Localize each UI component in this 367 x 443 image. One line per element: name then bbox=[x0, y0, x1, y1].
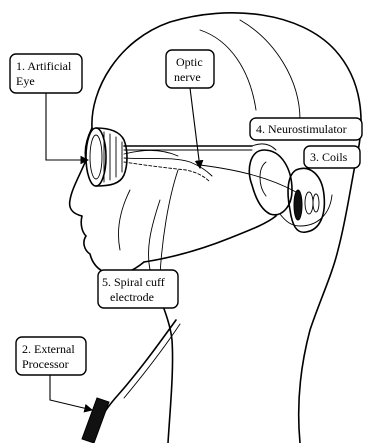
label-external-processor: 2. External Processor bbox=[16, 337, 86, 375]
svg-text:1. Artificial: 1. Artificial bbox=[16, 59, 72, 73]
svg-text:electrode: electrode bbox=[110, 290, 154, 304]
cheek-line bbox=[118, 190, 130, 250]
coil-ring bbox=[305, 192, 313, 214]
wire-to-ear bbox=[252, 144, 276, 150]
external-processor bbox=[82, 398, 109, 443]
svg-text:Processor: Processor bbox=[22, 357, 69, 371]
processor-cable bbox=[100, 320, 176, 420]
label-optic-nerve: Optic nerve bbox=[166, 50, 214, 88]
svg-text:3. Coils: 3. Coils bbox=[310, 150, 348, 164]
arrow-optic-nerve bbox=[190, 88, 200, 168]
coil-ring bbox=[313, 194, 319, 212]
lead-wire bbox=[200, 165, 296, 192]
svg-text:4. Neurostimulator: 4. Neurostimulator bbox=[256, 122, 347, 136]
artificial-eye-goggle bbox=[86, 128, 127, 186]
optic-nerve-fibers bbox=[124, 151, 178, 157]
coil-ellipse bbox=[294, 190, 302, 220]
label-spiral-cuff-electrode: 5. Spiral cuff electrode bbox=[98, 270, 178, 308]
svg-text:nerve: nerve bbox=[174, 70, 201, 84]
arrow-external-processor bbox=[50, 375, 92, 410]
hair-line bbox=[240, 20, 300, 120]
jaw-line bbox=[144, 216, 276, 262]
svg-text:2. External: 2. External bbox=[22, 342, 75, 356]
ear bbox=[249, 150, 292, 215]
svg-text:5. Spiral cuff: 5. Spiral cuff bbox=[102, 275, 165, 289]
label-neurostimulator: 4. Neurostimulator bbox=[250, 118, 362, 140]
label-coils: 3. Coils bbox=[304, 146, 360, 168]
arrow-artificial-eye bbox=[46, 93, 88, 160]
svg-text:Optic: Optic bbox=[176, 55, 203, 69]
label-artificial-eye: 1. Artificial Eye bbox=[10, 54, 82, 93]
svg-text:Eye: Eye bbox=[16, 74, 35, 88]
